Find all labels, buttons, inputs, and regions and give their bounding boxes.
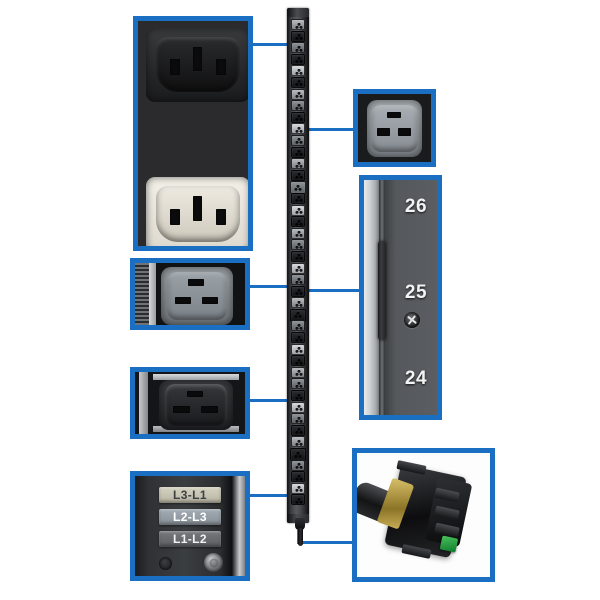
callout-input-plug[interactable]: [352, 448, 495, 582]
pdu-outlet-34[interactable]: [291, 401, 305, 413]
outlet-c19-blue-gray[interactable]: [367, 100, 422, 157]
ground-pin: [192, 196, 203, 221]
pdu-outlet-3[interactable]: [291, 42, 305, 54]
phase-label-l2-l3: L2-L3: [159, 509, 221, 525]
neutral-pin: [397, 128, 411, 136]
outlet-c19-black[interactable]: [159, 380, 233, 430]
pdu-outlet-11[interactable]: [291, 134, 305, 146]
strip-top-band: [153, 374, 239, 380]
panel-bolt-icon: [204, 553, 223, 572]
pdu-outlet-27[interactable]: [291, 320, 305, 332]
callout-outlet-c19-black[interactable]: [130, 367, 250, 439]
pdu-outlet-32[interactable]: [291, 378, 305, 390]
pdu-outlet-37[interactable]: [291, 436, 305, 448]
pdu-outlet-20[interactable]: [291, 239, 305, 251]
outlet-c13-black-body: [156, 36, 240, 92]
callout-outlet-c19-white[interactable]: [130, 258, 250, 330]
lead-line-phase: [250, 494, 294, 497]
lead-line-c19-top: [303, 128, 353, 131]
pdu-outlet-5[interactable]: [291, 65, 305, 77]
line-pin: [172, 405, 190, 413]
outlet-c19-black-plate: [164, 384, 228, 426]
outlet-number-25: 25: [404, 282, 428, 303]
callout-breaker-panel[interactable]: 26 25 24: [359, 175, 442, 420]
pdu-outlet-18[interactable]: [291, 216, 305, 228]
line-pin: [169, 58, 180, 76]
pdu-outlet-12[interactable]: [291, 146, 305, 158]
outlet-c19-white[interactable]: [161, 267, 233, 325]
pdu-outlet-42[interactable]: [291, 494, 305, 506]
outlet-number-26: 26: [404, 196, 428, 217]
input-plug-photo: [357, 453, 490, 577]
pdu-outlet-30[interactable]: [291, 355, 305, 367]
lead-line-c13-bank: [252, 43, 294, 46]
panel-screw-icon: [404, 311, 421, 328]
pdu-outlet-4[interactable]: [291, 53, 305, 65]
callout-outlet-group-c13[interactable]: [133, 16, 253, 251]
pdu-outlet-29[interactable]: [291, 343, 305, 355]
pdu-outlet-28[interactable]: [291, 332, 305, 344]
line-pin: [377, 128, 391, 136]
neutral-pin: [201, 296, 218, 305]
callout-outlet-c19-blue-gray[interactable]: [353, 89, 436, 167]
phase-label-l3-l1: L3-L1: [159, 487, 221, 503]
outlet-c19-white-plate: [166, 271, 228, 321]
ground-pin: [186, 390, 204, 397]
breaker-panel-body: 26 25 24: [364, 180, 437, 415]
outlet-c13-white-body: [156, 186, 240, 243]
cord-strain-relief: [295, 518, 305, 530]
pdu-outlet-24[interactable]: [291, 285, 305, 297]
breaker-lever[interactable]: [377, 241, 386, 340]
outlet-c13-black[interactable]: [146, 28, 248, 102]
pdu-outlet-8[interactable]: [291, 100, 305, 112]
pdu-outlet-23[interactable]: [291, 274, 305, 286]
ground-pin: [192, 46, 203, 71]
ground-pin: [187, 279, 205, 286]
pdu-outlet-9[interactable]: [291, 111, 305, 123]
panel-hole-icon: [159, 557, 173, 570]
strip-edge-texture: [135, 263, 149, 325]
pdu-outlet-6[interactable]: [291, 76, 305, 88]
pdu-outlet-2[interactable]: [291, 30, 305, 42]
pdu-strip-top-cap: [287, 8, 309, 17]
pdu-strip[interactable]: [287, 8, 309, 523]
pdu-outlet-31[interactable]: [291, 366, 305, 378]
strip-edge-highlight-2: [139, 372, 148, 434]
pdu-outlet-40[interactable]: [291, 471, 305, 483]
pdu-outlet-21[interactable]: [291, 250, 305, 262]
lead-line-plug-horizontal: [297, 541, 357, 544]
phase-label-l1-l2: L1-L2: [159, 531, 221, 547]
pdu-outlet-41[interactable]: [291, 482, 305, 494]
outlet-c13-white[interactable]: [146, 177, 248, 246]
phase-panel-body: L3-L1 L2-L3 L1-L2: [135, 476, 245, 576]
pdu-outlet-19[interactable]: [291, 227, 305, 239]
line-pin: [169, 208, 180, 226]
pdu-outlet-25[interactable]: [291, 297, 305, 309]
pdu-outlet-17[interactable]: [291, 204, 305, 216]
pdu-outlet-7[interactable]: [291, 88, 305, 100]
strip-edge-highlight: [149, 263, 156, 325]
outlet-number-24: 24: [404, 368, 428, 389]
pdu-outlet-14[interactable]: [291, 169, 305, 181]
pdu-outlet-10[interactable]: [291, 123, 305, 135]
pdu-outlet-1[interactable]: [291, 19, 305, 30]
pdu-outlet-39[interactable]: [291, 459, 305, 471]
lead-line-c19-mid: [250, 285, 294, 288]
pdu-outlet-16[interactable]: [291, 192, 305, 204]
pdu-outlet-13[interactable]: [291, 158, 305, 170]
cord-wire: [298, 528, 303, 546]
neutral-pin: [216, 58, 227, 76]
outlet-c19-blue-gray-plate: [371, 104, 418, 153]
callout-phase-label-panel[interactable]: L3-L1 L2-L3 L1-L2: [130, 471, 250, 581]
pdu-outlet-22[interactable]: [291, 262, 305, 274]
neutral-pin: [216, 208, 227, 226]
pdu-outlet-36[interactable]: [291, 424, 305, 436]
pdu-outlet-33[interactable]: [291, 390, 305, 402]
neutral-pin: [200, 405, 218, 413]
pdu-outlet-35[interactable]: [291, 413, 305, 425]
lead-line-breaker: [303, 289, 359, 292]
lead-line-c19-low: [250, 399, 294, 402]
line-pin: [175, 296, 191, 305]
ground-pin: [387, 112, 401, 118]
